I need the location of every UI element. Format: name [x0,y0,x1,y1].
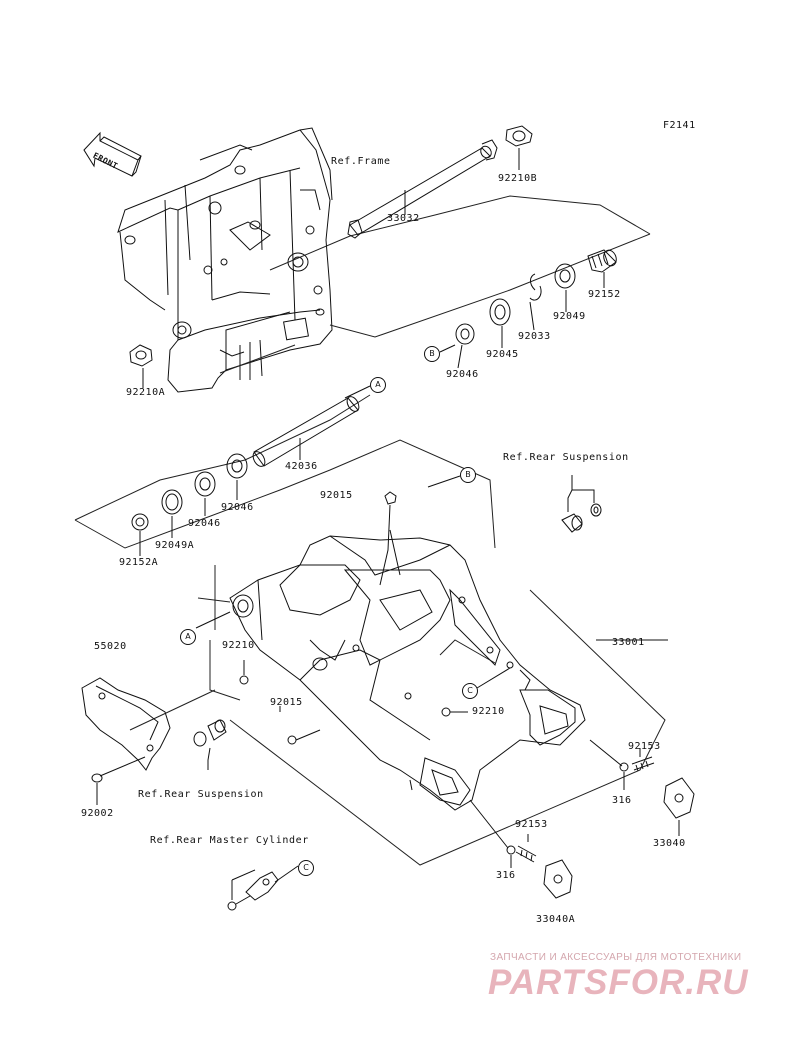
part-number: 92210A [126,387,166,398]
ref-rear-suspension-bottom: Ref.Rear Suspension [138,789,264,800]
part-number: 92152A [119,557,159,568]
nut-92210b [506,126,532,170]
part-number: 316 [612,795,632,806]
front-arrow-icon [84,133,141,176]
part-number: 42036 [285,461,318,472]
bearing-92049 [555,264,575,312]
part-number: 33040 [653,838,686,849]
adjuster-bolt-92153-lower [507,834,536,868]
watermark-logo: PARTSFOR.RU [488,963,749,1002]
bearing-92046-lower-2 [195,472,215,516]
watermark-subtitle: ЗАПЧАСТИ И АКСЕССУАРЫ ДЛЯ МОТОТЕХНИКИ [490,952,742,963]
adjuster-bolt-92153-upper [620,748,654,790]
callout-b: B [460,467,476,483]
part-number: 92046 [221,502,254,513]
part-number: 92046 [446,369,479,380]
bearing-92046-lower-1 [227,454,247,500]
part-number: 92015 [270,697,303,708]
frame-pivot-drawing [118,128,332,392]
rear-suspension-bushes [562,475,601,532]
master-cylinder-bracket [228,866,298,910]
part-number: 92210B [498,173,538,184]
part-number: 92002 [81,808,114,819]
lower-suspension-bushes [194,720,226,770]
collar-92152a [132,514,148,556]
callout-a: A [180,629,196,645]
part-number: 55020 [94,641,127,652]
callout-leaders [196,386,668,848]
cap-92210-left [240,660,248,684]
part-number: 92049A [155,540,195,551]
swingarm-33001 [230,536,585,810]
part-number: 92153 [515,819,548,830]
sleeve-42036 [251,395,362,469]
part-number: 33001 [612,637,645,648]
adjuster-block-33040a [544,860,572,898]
figure-code: F2141 [663,120,696,131]
part-number: 92153 [628,741,661,752]
cap-92015-top [380,492,400,585]
bolt-92002 [92,757,145,805]
part-number: 33032 [387,213,420,224]
ref-frame: Ref.Frame [331,156,391,167]
part-number: 92049 [553,311,586,322]
cap-92210-right [442,708,468,716]
chain-guard-55020 [82,678,170,770]
cap-92015-lower [288,730,320,744]
part-number: 33040A [536,914,576,925]
assembly-guide-lines [75,196,665,865]
callout-c: C [298,860,314,876]
part-number: 92033 [518,331,551,342]
callout-a: A [370,377,386,393]
callout-c: C [462,683,478,699]
nut-92210a [130,345,152,388]
circlip-92033 [530,274,541,330]
part-number: 92210 [222,640,255,651]
callout-b: B [424,346,440,362]
ref-rear-suspension-top: Ref.Rear Suspension [503,452,629,463]
part-number: 92045 [486,349,519,360]
bearing-92049a [162,490,182,538]
adjuster-block-33040 [664,778,694,836]
bearing-92046-upper [440,324,474,368]
collar-92152 [588,248,618,288]
bearing-92045 [490,299,510,348]
part-number: 316 [496,870,516,881]
part-number: 92015 [320,490,353,501]
part-number: 92152 [588,289,621,300]
pivot-shaft-33032 [348,140,497,238]
part-number: 92046 [188,518,221,529]
ref-rear-master-cylinder: Ref.Rear Master Cylinder [150,835,309,846]
part-number: 92210 [472,706,505,717]
